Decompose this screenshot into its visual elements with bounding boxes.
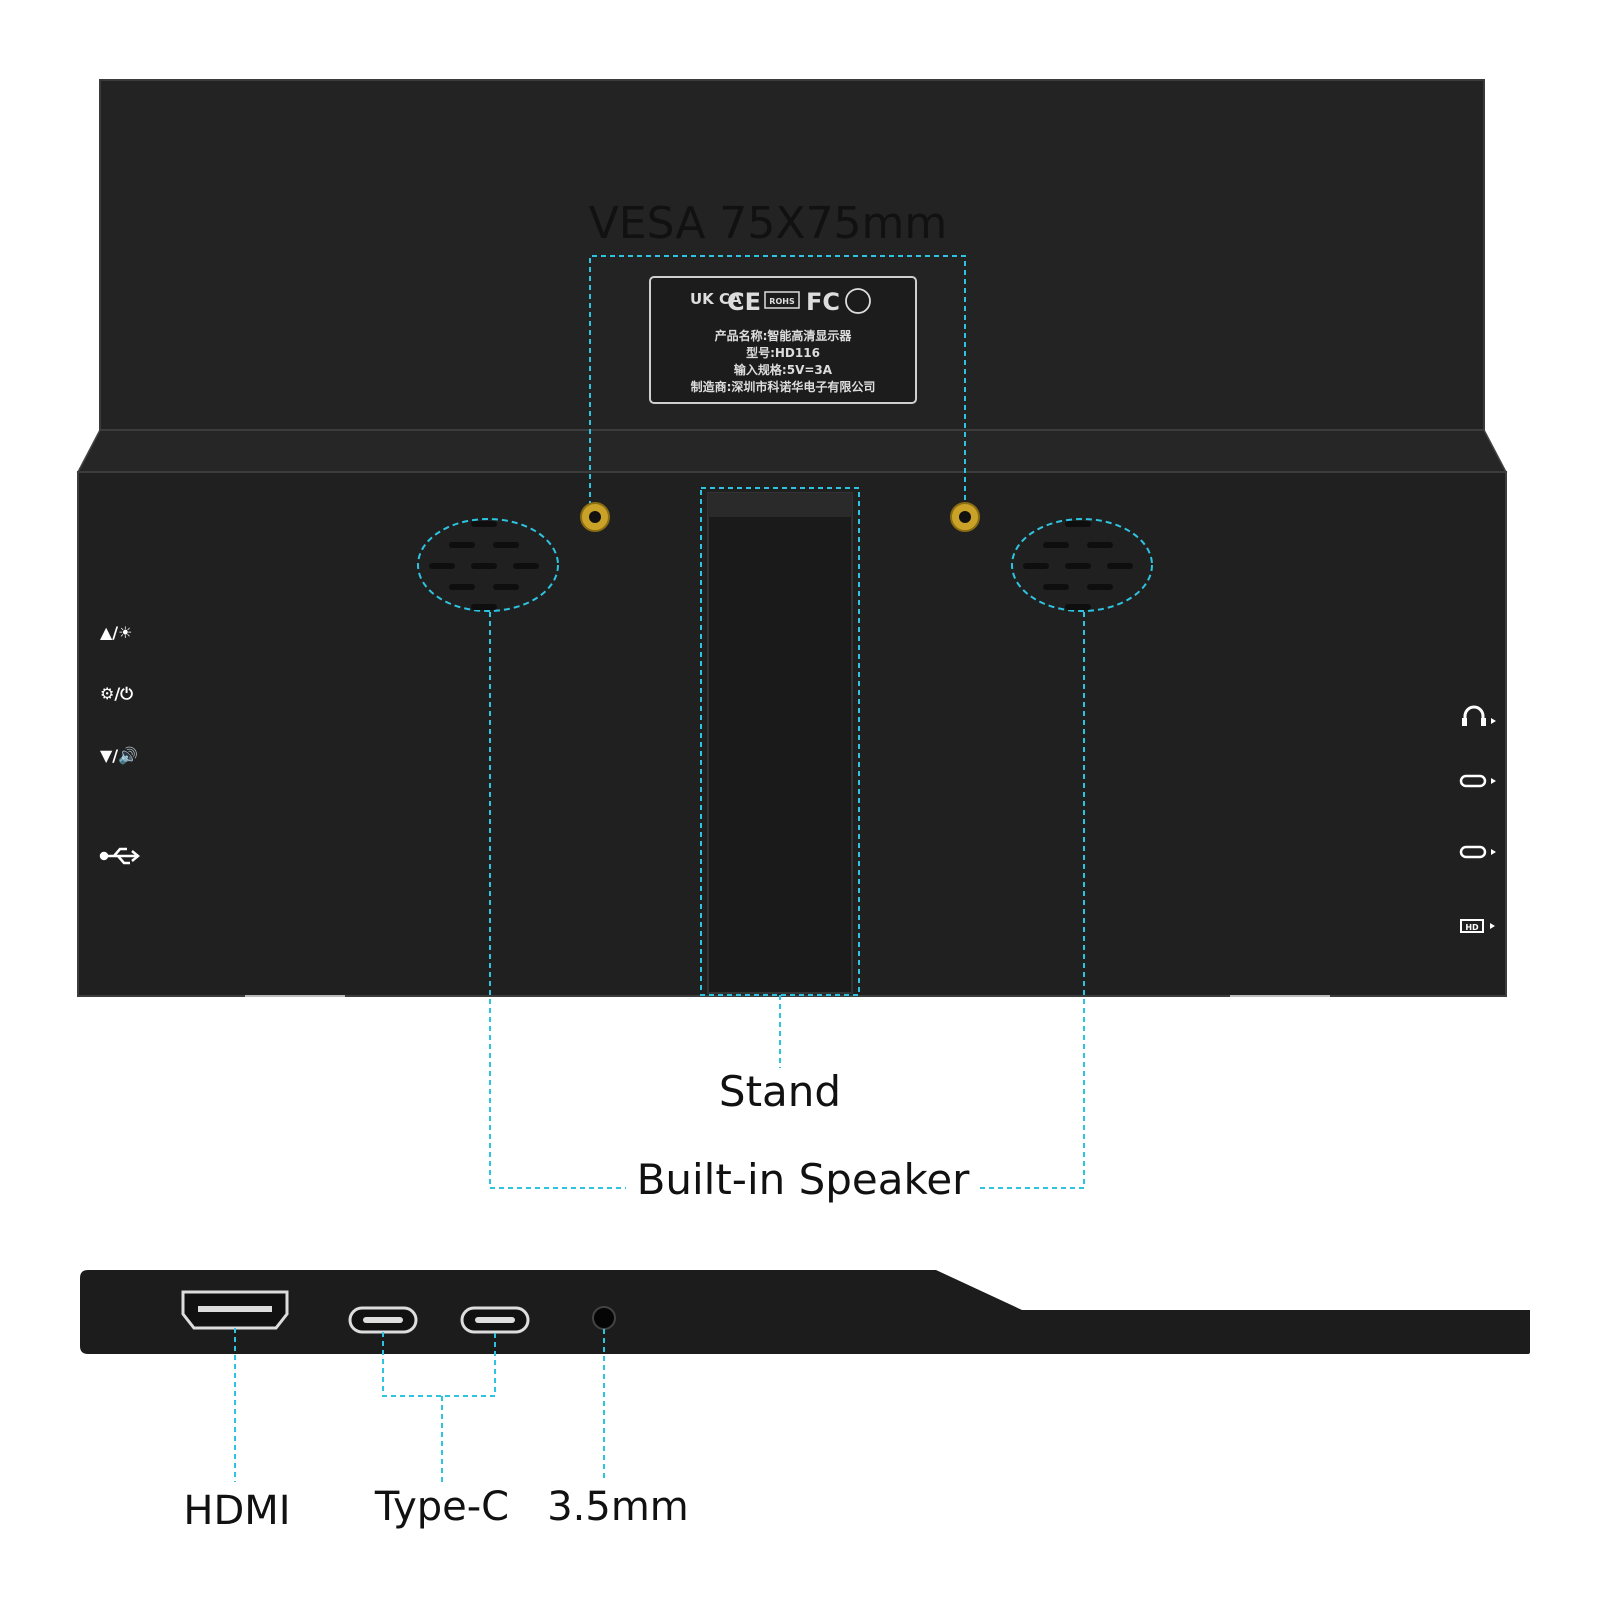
rohs-mark: ROHS (769, 297, 795, 306)
cert-line-3: 输入规格:5V=3A (734, 362, 833, 377)
certification-label: UK CA CE ROHS FC 产品名称:智能高清显示器 型号:HD116 输… (649, 276, 917, 404)
speaker-leader-left (489, 612, 626, 1189)
ukca-mark: UK CA (690, 290, 742, 308)
speaker-leader-right (980, 612, 1085, 1189)
audio-jack-port (592, 1306, 616, 1330)
hdmi-icon-text: HD (1465, 923, 1479, 932)
hdmi-port (181, 1290, 289, 1330)
cert-line-4: 制造商:深圳市科诺华电子有限公司 (691, 379, 876, 394)
speaker-grille-left (417, 518, 559, 612)
menu-power-icon: ⚙/⏻ (100, 684, 133, 703)
vesa-label: VESA 75X75mm (589, 198, 948, 249)
speaker-grille-right (1011, 518, 1153, 612)
vesa-screw-left (580, 502, 610, 532)
usb-c-icon (1459, 774, 1496, 788)
usb-icon (99, 847, 140, 865)
kickstand (707, 492, 853, 994)
up-brightness-icon: ▲/☀ (100, 623, 133, 642)
audio-label: 3.5mm (547, 1484, 689, 1530)
cert-line-2: 型号:HD116 (746, 345, 820, 360)
vesa-screw-right (950, 502, 980, 532)
recycle-mark (845, 288, 871, 314)
down-volume-icon: ▼/🔊 (100, 746, 138, 765)
ce-mark: CE (727, 288, 761, 316)
typec-leader-bracket (382, 1332, 496, 1397)
fcc-mark: FC (806, 288, 840, 316)
typec-label: Type-C (374, 1484, 509, 1530)
headphone-icon (1462, 705, 1496, 726)
body-top-bevel (76, 429, 1508, 473)
stand-label: Stand (719, 1067, 841, 1116)
speaker-label: Built-in Speaker (637, 1155, 971, 1204)
hdmi-label: HDMI (183, 1488, 290, 1534)
kickstand-top (708, 493, 852, 517)
cert-line-1: 产品名称:智能高清显示器 (715, 328, 853, 343)
vesa-leader (589, 255, 966, 515)
monitor-side-profile (80, 1270, 1530, 1354)
usb-c-icon (1459, 845, 1496, 859)
hdmi-icon: HD (1460, 919, 1495, 933)
